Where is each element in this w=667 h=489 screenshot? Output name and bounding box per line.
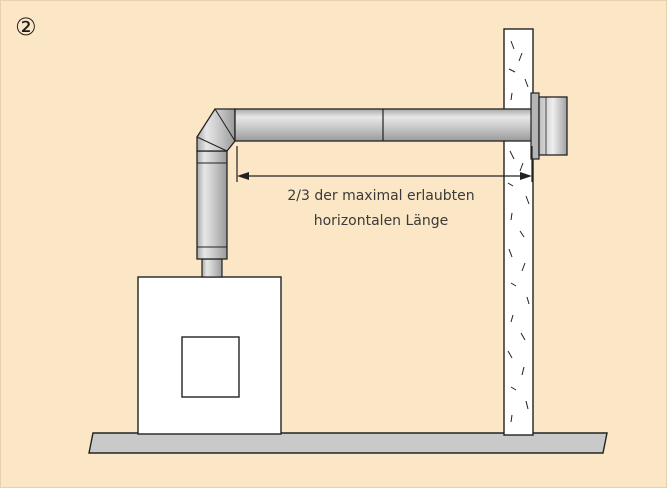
horizontal-flue-pipe [234,108,533,142]
step-number-marker: ② [15,13,37,41]
wall-terminal-cap [530,92,568,160]
exterior-wall [503,28,534,436]
stove-appliance [137,258,282,435]
wall-insulation-texture [507,40,530,423]
dimension-label-line2: horizontalen Länge [314,213,449,229]
stove-flue-collar [201,258,223,278]
vertical-flue-pipe [196,150,228,260]
dimension-line [236,146,533,182]
pipe-elbow [196,108,236,152]
dimension-label-line1: 2/3 der maximal erlaubten [287,188,474,204]
stove-window [181,336,240,398]
floor-slab [88,432,608,454]
